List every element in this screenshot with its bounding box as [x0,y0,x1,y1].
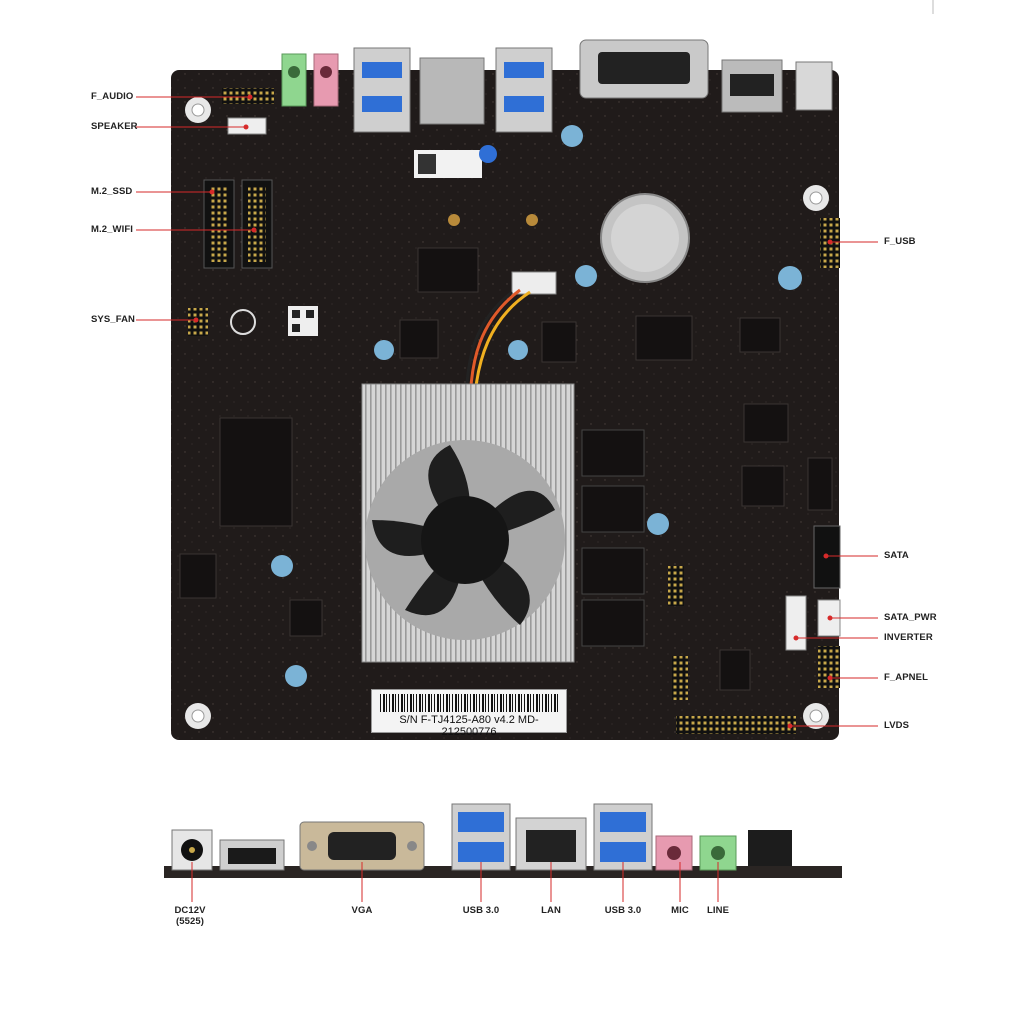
barcode [380,694,558,712]
mic-jack-top [313,53,339,107]
inverter-connector [785,595,807,651]
label-mic: MIC [671,905,689,916]
line-jack-top [281,53,307,107]
label-f-usb: F_USB [884,236,916,247]
mounting-holes [185,97,829,729]
lvds-connector [676,716,796,734]
capacitors [271,125,802,687]
chips [179,247,833,691]
misc-header [668,566,684,606]
serial-number: S/N F-TJ4125-A80 v4.2 MD-212500776 [399,714,539,738]
label-lvds: LVDS [884,720,910,731]
label-m2-wifi: M.2_WIFI [91,224,133,235]
f-apnel-header [818,646,840,688]
label-lan: LAN [541,905,561,916]
sys-fan-header [188,308,208,336]
label-vga: VGA [351,905,373,916]
label-sata: SATA [884,550,909,561]
label-usb30-right: USB 3.0 [604,905,642,916]
lan-port-top [419,57,485,125]
memory-chips [581,429,645,647]
usb-port-top-left [353,47,411,133]
dc-jack-top [795,61,833,111]
io-leader-lines [191,862,719,902]
label-sys-fan: SYS_FAN [91,314,135,325]
badge-10 [230,309,256,335]
label-f-apnel: F_APNEL [884,672,928,683]
serial-sticker: S/N F-TJ4125-A80 v4.2 MD-212500776 [371,689,567,738]
label-inverter: INVERTER [884,632,933,643]
fan-cable-connector [511,271,557,295]
label-f-audio: F_AUDIO [91,91,134,102]
label-sata-pwr: SATA_PWR [884,612,937,623]
misc-header-2 [672,656,688,700]
leader-lines [136,94,878,729]
rear-pin-header [748,830,792,866]
label-speaker: SPEAKER [91,121,138,132]
label-m2-ssd: M.2_SSD [91,186,133,197]
usb-port-top-right [495,47,553,133]
label-usb30-left: USB 3.0 [462,905,500,916]
label-dc12v: DC12V [174,905,206,916]
label-dc12v-sub: (5525) [175,916,205,927]
label-line: LINE [706,905,730,916]
